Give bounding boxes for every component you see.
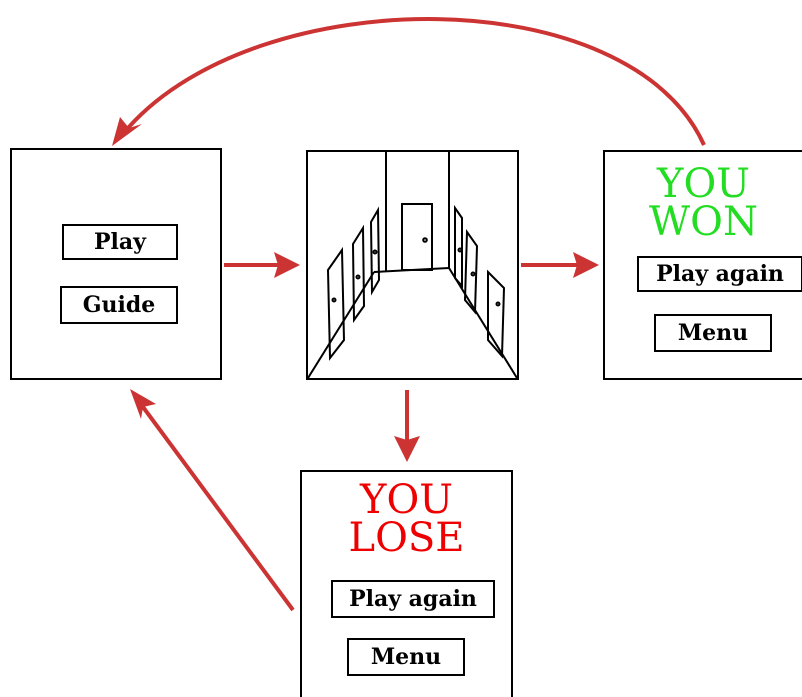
arrow-lose-to-menu: [130, 389, 295, 612]
arrow-won-to-menu: [112, 17, 706, 146]
arrow-game-to-lose: [394, 390, 420, 462]
arrow-game-to-won: [521, 252, 599, 278]
play-button[interactable]: Play: [62, 224, 178, 260]
lose-play-again-button[interactable]: Play again: [331, 580, 495, 618]
won-title-line2: WON: [649, 199, 758, 245]
menu-screen: Play Guide: [10, 148, 222, 380]
guide-button[interactable]: Guide: [60, 286, 178, 324]
lose-title-line2: LOSE: [348, 515, 465, 561]
arrow-menu-to-game: [224, 252, 300, 278]
won-menu-button[interactable]: Menu: [654, 314, 772, 352]
won-screen: YOU WON Play again Menu: [603, 150, 802, 380]
lose-title-line1: YOU: [360, 477, 453, 523]
game-screen: [306, 150, 519, 380]
won-play-again-button[interactable]: Play again: [637, 256, 802, 292]
lose-menu-button[interactable]: Menu: [347, 638, 465, 676]
lose-screen: YOU LOSE Play again Menu: [300, 470, 513, 697]
won-title-line1: YOU: [657, 161, 750, 207]
corridor-scene: [308, 152, 517, 378]
